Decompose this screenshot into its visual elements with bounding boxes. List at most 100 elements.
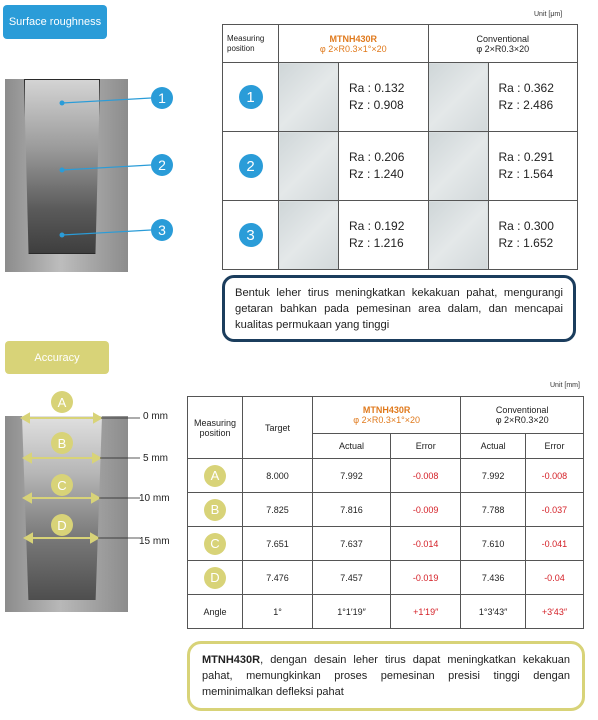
error-value: -0.041: [524, 526, 585, 561]
marker-d: D: [51, 514, 73, 536]
ra-value: Ra : 0.291: [498, 150, 554, 164]
target-value: 8.000: [242, 458, 313, 493]
measuring-position-header: Measuring position: [187, 396, 243, 459]
target-header: Target: [242, 396, 313, 459]
table-row: B 7.825 7.816 -0.009 7.788 -0.037: [187, 492, 585, 527]
target-value: 7.476: [242, 560, 313, 595]
position-marker: D: [204, 566, 226, 589]
mtnh430r-header: MTNH430R φ 2×R0.3×1°×20: [311, 396, 462, 434]
depth-label-5: 5 mm: [143, 453, 168, 464]
target-value: 7.651: [242, 526, 313, 561]
marker-b: B: [51, 432, 73, 454]
roughness-note: Bentuk leher tirus meningkatkan kekakuan…: [222, 275, 576, 342]
mtnh430r-header: MTNH430R φ 2×R0.3×1°×20: [278, 24, 429, 63]
conventional-values: Ra : 0.362 Rz : 2.486: [487, 62, 578, 132]
surface-sample-image: [278, 131, 339, 201]
col-b-name: Conventional: [495, 405, 549, 415]
target-value: 7.825: [242, 492, 313, 527]
target-value: 1°: [242, 594, 313, 629]
error-value: -0.037: [524, 492, 585, 527]
angle-label: Angle: [187, 594, 243, 629]
table-row: 1 Ra : 0.132 Rz : 0.908 Ra : 0.362 Rz : 2.…: [222, 62, 578, 132]
accuracy-tag: Accuracy: [5, 341, 109, 374]
table-row: D 7.476 7.457 -0.019 7.436 -0.04: [187, 560, 585, 595]
rz-value: Rz : 1.564: [498, 167, 554, 181]
actual-value: 7.436: [460, 560, 526, 595]
col-a-spec: φ 2×R0.3×1°×20: [319, 43, 387, 54]
surface-sample-image: [278, 200, 339, 270]
position-marker: 2: [238, 154, 263, 178]
actual-value: 7.610: [460, 526, 526, 561]
actual-value: 1°1′19″: [311, 594, 392, 629]
actual-value: 7.816: [311, 492, 392, 527]
roughness-table: Measuring position MTNH430R φ 2×R0.3×1°×…: [222, 24, 578, 270]
mtnh430r-values: Ra : 0.132 Rz : 0.908: [338, 62, 429, 132]
position-marker: C: [204, 532, 226, 555]
actual-value: 7.457: [311, 560, 392, 595]
unit-label: Unit [μm]: [534, 11, 563, 18]
rz-value: Rz : 1.240: [349, 167, 404, 181]
conventional-header: Conventional φ 2×R0.3×20: [460, 396, 584, 434]
table-row: A 8.000 7.992 -0.008 7.992 -0.008: [187, 458, 585, 493]
marker-1: 1: [151, 87, 173, 109]
error-value: -0.009: [390, 492, 462, 527]
depth-label-10: 10 mm: [139, 493, 170, 504]
note-product-name: MTNH430R: [202, 654, 261, 666]
measuring-position-header: Measuring position: [222, 24, 279, 63]
accuracy-dimension-lines: [19, 412, 140, 544]
position-cell: 3: [222, 200, 279, 270]
unit-label: Unit [mm]: [550, 382, 580, 389]
ra-value: Ra : 0.300: [498, 219, 554, 233]
actual-value: 7.992: [311, 458, 392, 493]
col-b-spec: φ 2×R0.3×20: [495, 415, 549, 425]
ra-value: Ra : 0.206: [349, 150, 405, 164]
position-cell: 1: [222, 62, 279, 132]
mtnh430r-values: Ra : 0.206 Rz : 1.240: [338, 131, 429, 201]
marker-2: 2: [151, 154, 173, 176]
error-value: -0.014: [390, 526, 462, 561]
marker-c: C: [51, 474, 73, 496]
rz-value: Rz : 2.486: [498, 98, 554, 112]
surface-roughness-tag: Surface roughness: [3, 5, 107, 39]
rz-value: Rz : 1.652: [498, 236, 554, 250]
position-cell: D: [187, 560, 243, 595]
error-value: -0.008: [524, 458, 585, 493]
rz-value: Rz : 0.908: [349, 98, 404, 112]
marker-3: 3: [151, 219, 173, 241]
col-b-name: Conventional: [476, 33, 530, 44]
actual-value: 1°3′43″: [460, 594, 526, 629]
position-cell: B: [187, 492, 243, 527]
conventional-header: Conventional φ 2×R0.3×20: [427, 24, 578, 63]
ra-value: Ra : 0.132: [349, 81, 405, 95]
position-marker: 3: [238, 223, 263, 247]
actual-header: Actual: [460, 433, 526, 459]
note-text: , dengan desain leher tirus dapat mening…: [202, 654, 570, 698]
col-a-spec: φ 2×R0.3×1°×20: [353, 415, 421, 425]
position-cell: 2: [222, 131, 279, 201]
accuracy-table: Measuring position Target MTNH430R φ 2×R…: [187, 396, 585, 629]
actual-header: Actual: [311, 433, 392, 459]
position-cell: A: [187, 458, 243, 493]
ra-value: Ra : 0.362: [498, 81, 554, 95]
depth-label-15: 15 mm: [139, 536, 170, 547]
surface-sample-image: [427, 200, 489, 270]
error-header: Error: [390, 433, 462, 459]
col-a-name: MTNH430R: [362, 405, 411, 415]
surface-sample-image: [427, 131, 489, 201]
error-value: -0.04: [524, 560, 585, 595]
actual-value: 7.788: [460, 492, 526, 527]
col-b-spec: φ 2×R0.3×20: [476, 43, 530, 54]
accuracy-note: MTNH430R, dengan desain leher tirus dapa…: [187, 641, 585, 711]
col-a-name: MTNH430R: [329, 33, 377, 44]
position-marker: B: [204, 498, 226, 521]
marker-a: A: [51, 391, 73, 413]
conventional-values: Ra : 0.291 Rz : 1.564: [487, 131, 578, 201]
table-row: C 7.651 7.637 -0.014 7.610 -0.041: [187, 526, 585, 561]
surface-sample-image: [278, 62, 339, 132]
error-value: -0.019: [390, 560, 462, 595]
rz-value: Rz : 1.216: [349, 236, 404, 250]
angle-row: Angle 1° 1°1′19″ +1′19″ 1°3′43″ +3′43″: [187, 594, 585, 629]
depth-label-0: 0 mm: [143, 411, 168, 422]
